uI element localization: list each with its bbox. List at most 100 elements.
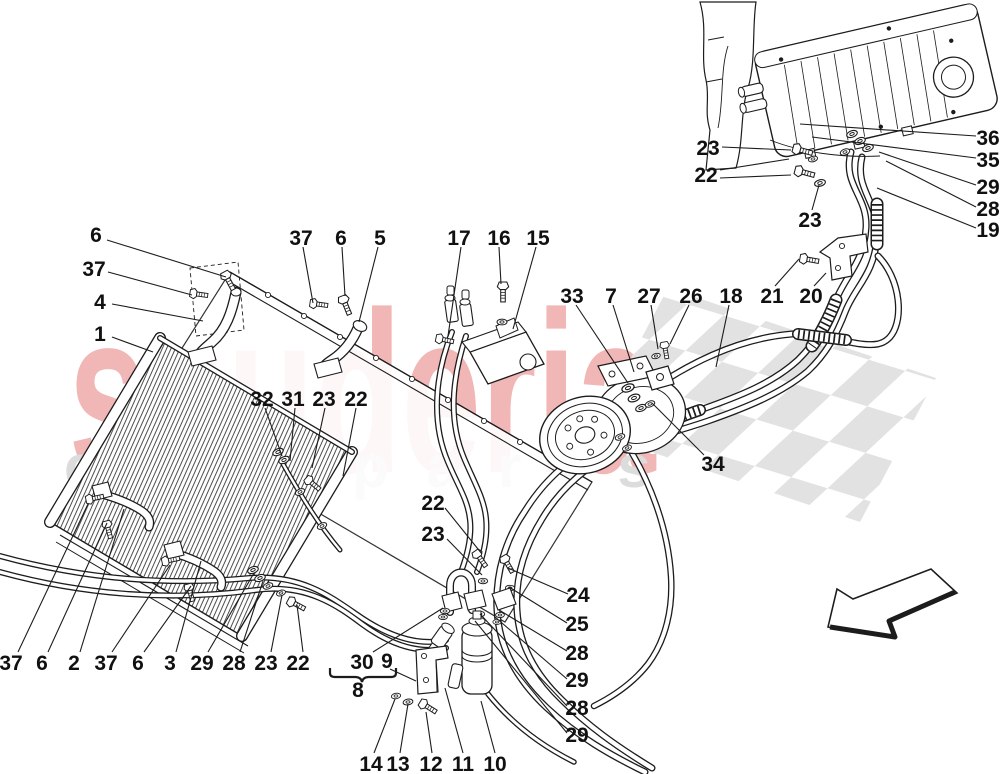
callout-label: 6 bbox=[90, 224, 102, 247]
compressor bbox=[539, 340, 687, 475]
leader-line bbox=[302, 246, 314, 304]
leader-line bbox=[47, 522, 108, 653]
callout-label: 23 bbox=[312, 388, 335, 411]
callout-label: 28 bbox=[565, 642, 589, 665]
leader-line bbox=[669, 304, 690, 345]
leader-line bbox=[715, 304, 730, 368]
callout-label: 27 bbox=[637, 285, 660, 308]
callout-label: 25 bbox=[565, 613, 589, 636]
callout-label: 23 bbox=[254, 652, 277, 675]
leader-line bbox=[507, 567, 569, 595]
callout-label: 23 bbox=[798, 209, 821, 232]
callout-label: 32 bbox=[250, 388, 273, 411]
leader-line bbox=[575, 304, 629, 384]
callout-label: 29 bbox=[565, 724, 588, 747]
leader-line bbox=[270, 594, 283, 653]
callout-label: 1 bbox=[94, 323, 106, 346]
callout-label: 31 bbox=[281, 388, 305, 411]
bracket-3 bbox=[160, 540, 227, 604]
leader-line bbox=[512, 246, 537, 330]
callout-label: 34 bbox=[701, 453, 725, 476]
direction-arrow bbox=[827, 568, 959, 640]
callout-label: 22 bbox=[421, 492, 444, 515]
callout-label: 37 bbox=[0, 652, 23, 675]
leader-line bbox=[79, 508, 125, 653]
callout-label: 9 bbox=[381, 650, 393, 673]
leader-line bbox=[480, 700, 496, 754]
callout-label: 15 bbox=[526, 227, 550, 250]
leader-line bbox=[650, 304, 659, 350]
leader-line bbox=[811, 136, 977, 159]
bracket-2 bbox=[84, 481, 155, 541]
callout-label: 3 bbox=[164, 652, 176, 675]
compressor-pulley bbox=[539, 395, 631, 475]
receiver-drier-group bbox=[390, 547, 518, 718]
leader-line bbox=[474, 620, 568, 734]
leader-line bbox=[876, 187, 977, 229]
leader-line bbox=[885, 160, 977, 208]
bracket-5 bbox=[308, 293, 368, 379]
u-pipe bbox=[447, 569, 475, 615]
callout-label: 12 bbox=[419, 753, 442, 774]
leader-line bbox=[111, 336, 154, 353]
bracket-4 bbox=[187, 268, 242, 367]
screw-12 bbox=[416, 696, 440, 718]
leader-line bbox=[207, 572, 255, 653]
callout-label: 16 bbox=[487, 227, 510, 250]
leader-line bbox=[612, 304, 635, 373]
leader-line bbox=[494, 616, 568, 680]
callout-label: 23 bbox=[696, 137, 719, 160]
pipe-clamp-15 bbox=[495, 317, 519, 339]
callout-label: 28 bbox=[565, 697, 589, 720]
callout-label: 11 bbox=[452, 753, 475, 774]
bolt-22 bbox=[284, 594, 308, 615]
callout-label: 22 bbox=[286, 652, 309, 675]
callout-label: 21 bbox=[760, 285, 784, 308]
leader-line bbox=[719, 174, 792, 179]
leader-line bbox=[799, 123, 977, 137]
leader-line bbox=[498, 246, 502, 285]
leader-line bbox=[175, 560, 202, 653]
callout-label: 29 bbox=[976, 176, 999, 199]
leader-line bbox=[342, 407, 357, 477]
leader-line bbox=[111, 303, 204, 322]
compressor-manifold bbox=[613, 340, 675, 453]
drier-bracket-9 bbox=[415, 645, 464, 695]
callout-label: 10 bbox=[483, 753, 506, 774]
washer-14 bbox=[390, 692, 402, 700]
callout-label: 26 bbox=[679, 285, 702, 308]
callout-label: 24 bbox=[566, 584, 590, 607]
clamp-11 bbox=[447, 663, 464, 689]
leader-line bbox=[446, 538, 483, 576]
leader-line bbox=[508, 586, 568, 624]
callout-label: 33 bbox=[560, 285, 583, 308]
callout-label: 29 bbox=[190, 652, 213, 675]
callout-label: 36 bbox=[976, 127, 999, 150]
callout-label: 37 bbox=[82, 258, 105, 281]
leader-line bbox=[479, 613, 568, 707]
callout-label: 30 bbox=[350, 651, 373, 674]
leader-line bbox=[372, 607, 444, 653]
screw-21 bbox=[798, 252, 821, 268]
callout-label: 19 bbox=[976, 219, 999, 242]
callout-label: 2 bbox=[68, 652, 80, 675]
leader-line bbox=[498, 609, 568, 652]
leader-line bbox=[106, 239, 227, 278]
callout-label: 17 bbox=[447, 227, 470, 250]
leader-line bbox=[264, 407, 283, 457]
callout-label: 23 bbox=[421, 523, 444, 546]
drier-top-bolts bbox=[470, 547, 518, 625]
pipe-bracket-20 bbox=[798, 233, 869, 281]
callout-label: 6 bbox=[132, 652, 144, 675]
leader-line bbox=[878, 151, 977, 186]
callout-label: 22 bbox=[344, 388, 367, 411]
callout-label: 7 bbox=[605, 285, 617, 308]
leader-line bbox=[425, 711, 433, 754]
leader-line bbox=[111, 564, 171, 653]
callout-label: 6 bbox=[335, 227, 347, 250]
leader-line bbox=[444, 507, 483, 555]
callout-label: 37 bbox=[94, 652, 117, 675]
